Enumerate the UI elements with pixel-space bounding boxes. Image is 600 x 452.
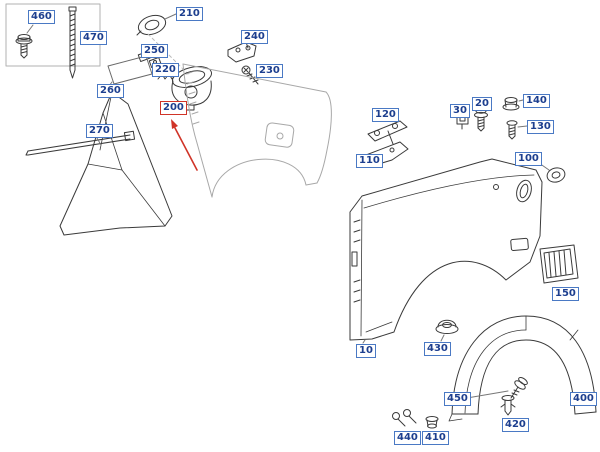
part-label-250[interactable]: 250	[141, 44, 168, 58]
part-label-100[interactable]: 100	[515, 152, 542, 166]
body-outline-sketch	[182, 63, 332, 198]
part-label-150[interactable]: 150	[552, 287, 579, 301]
screws-440-drawing	[392, 409, 417, 427]
part-label-260[interactable]: 260	[97, 84, 124, 98]
fuel-cap-210-drawing	[136, 13, 177, 36]
part-label-400[interactable]: 400	[570, 392, 597, 406]
plug-420-drawing	[500, 395, 516, 416]
clip-410-drawing	[425, 416, 439, 429]
bolt-460-drawing	[15, 24, 34, 59]
part-label-200[interactable]: 200	[160, 101, 187, 115]
part-label-30[interactable]: 30	[450, 104, 470, 118]
bracket-120-drawing	[367, 120, 408, 142]
part-label-470[interactable]: 470	[80, 31, 107, 45]
part-label-430[interactable]: 430	[424, 342, 451, 356]
part-label-240[interactable]: 240	[241, 30, 268, 44]
part-label-140[interactable]: 140	[523, 94, 550, 108]
part-label-130[interactable]: 130	[527, 120, 554, 134]
screw-450-drawing	[466, 376, 528, 399]
part-label-120[interactable]: 120	[372, 108, 399, 122]
grommet-430-drawing	[435, 319, 459, 342]
nut-140-drawing	[502, 97, 524, 111]
vent-grille-150-drawing	[539, 244, 579, 284]
filler-housing-200-drawing	[171, 66, 213, 111]
c-pillar-trim-drawing	[59, 91, 173, 236]
part-label-460[interactable]: 460	[28, 10, 55, 24]
part-label-230[interactable]: 230	[256, 64, 283, 78]
part-label-210[interactable]: 210	[176, 7, 203, 21]
strip-270-drawing	[25, 130, 136, 156]
assembly-axis-line	[147, 33, 189, 75]
panel-260-drawing	[107, 55, 153, 87]
screw-230-drawing	[241, 65, 259, 85]
rod-470-drawing	[68, 6, 77, 79]
part-label-450[interactable]: 450	[444, 392, 471, 406]
part-label-420[interactable]: 420	[502, 418, 529, 432]
screw-130-drawing	[506, 120, 528, 140]
part-label-110[interactable]: 110	[356, 154, 383, 168]
grommet-100-drawing	[538, 162, 566, 183]
part-label-20[interactable]: 20	[472, 97, 492, 111]
part-label-10[interactable]: 10	[356, 344, 376, 358]
part-label-440[interactable]: 440	[394, 431, 421, 445]
highlight-arrow	[171, 119, 198, 171]
part-label-220[interactable]: 220	[152, 63, 179, 77]
part-label-270[interactable]: 270	[86, 124, 113, 138]
screw-20-drawing	[474, 108, 488, 132]
part-label-410[interactable]: 410	[422, 431, 449, 445]
quarter-panel-drawing	[349, 158, 543, 344]
bracket-240-drawing	[227, 41, 257, 63]
